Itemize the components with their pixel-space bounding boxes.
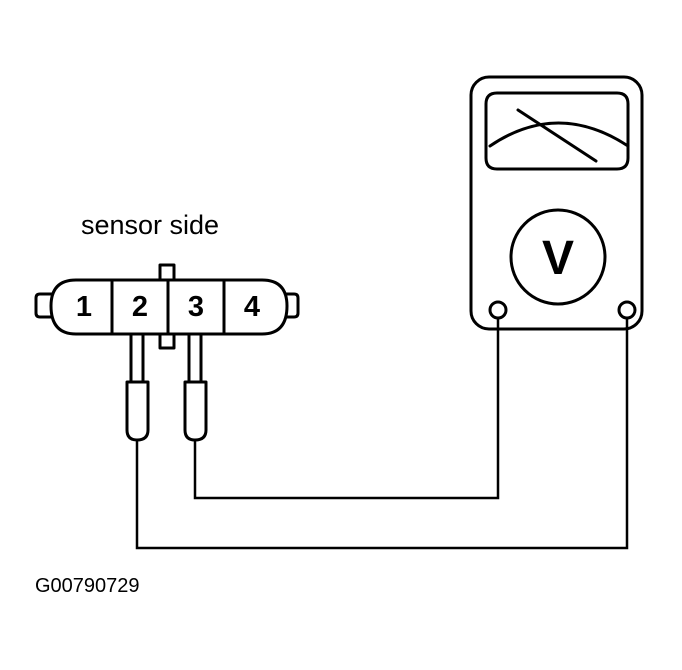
wire-pin-2-to-meter [135,318,629,550]
wire-pin-3-to-meter [193,318,500,500]
probe-tip [129,332,145,384]
figure-code: G00790729 [35,575,140,597]
probe-handle [183,380,208,442]
meter-dial [484,91,630,171]
voltmeter-body [469,75,644,331]
meter-scale-arc [488,121,630,148]
voltmeter-terminal-right [617,300,637,320]
voltmeter-symbol-circle [509,208,607,306]
voltmeter-terminal-left [488,300,508,320]
meter-dial-window [484,91,630,171]
connector-pin-label: 3 [188,291,204,323]
connector-pin-label: 1 [76,291,92,323]
probe-handle [125,380,150,442]
probe-tip [187,332,203,384]
connector-side-label: sensor side [81,210,219,240]
sensor-connector: 1 2 3 4 [34,263,300,350]
probe-pin-3 [183,332,208,442]
connector-pin-label: 4 [244,291,260,323]
voltmeter-symbol: V [542,232,574,285]
probe-pin-2 [125,332,150,442]
voltmeter: V [469,75,644,331]
connector-pin-label: 2 [132,291,148,323]
meter-needle [516,108,598,163]
